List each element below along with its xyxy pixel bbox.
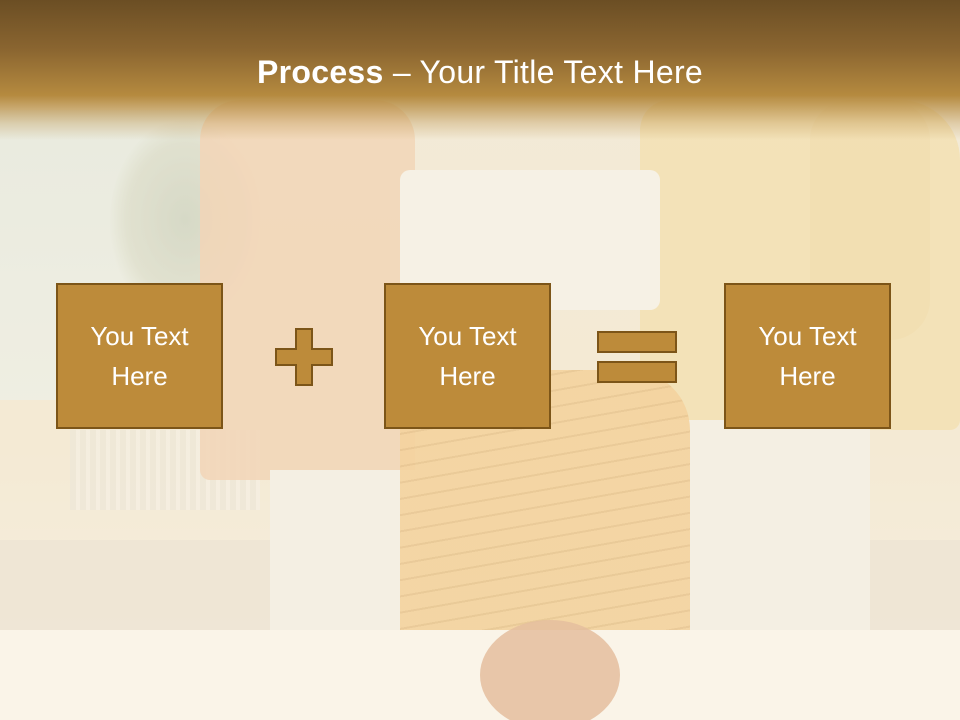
slide-title[interactable]: Process – Your Title Text Here [0, 54, 960, 91]
process-box-3[interactable]: You Text Here [724, 283, 891, 429]
title-bold: Process [256, 54, 384, 90]
process-box-2-text: You Text Here [418, 321, 517, 391]
plus-icon [275, 328, 333, 386]
title-rest: – Your Title Text Here [383, 54, 704, 90]
equals-icon [597, 331, 677, 383]
process-box-1-text: You Text Here [90, 321, 189, 391]
process-box-1[interactable]: You Text Here [56, 283, 223, 429]
process-box-2[interactable]: You Text Here [384, 283, 551, 429]
title-band [0, 0, 960, 140]
process-box-3-text: You Text Here [758, 321, 857, 391]
